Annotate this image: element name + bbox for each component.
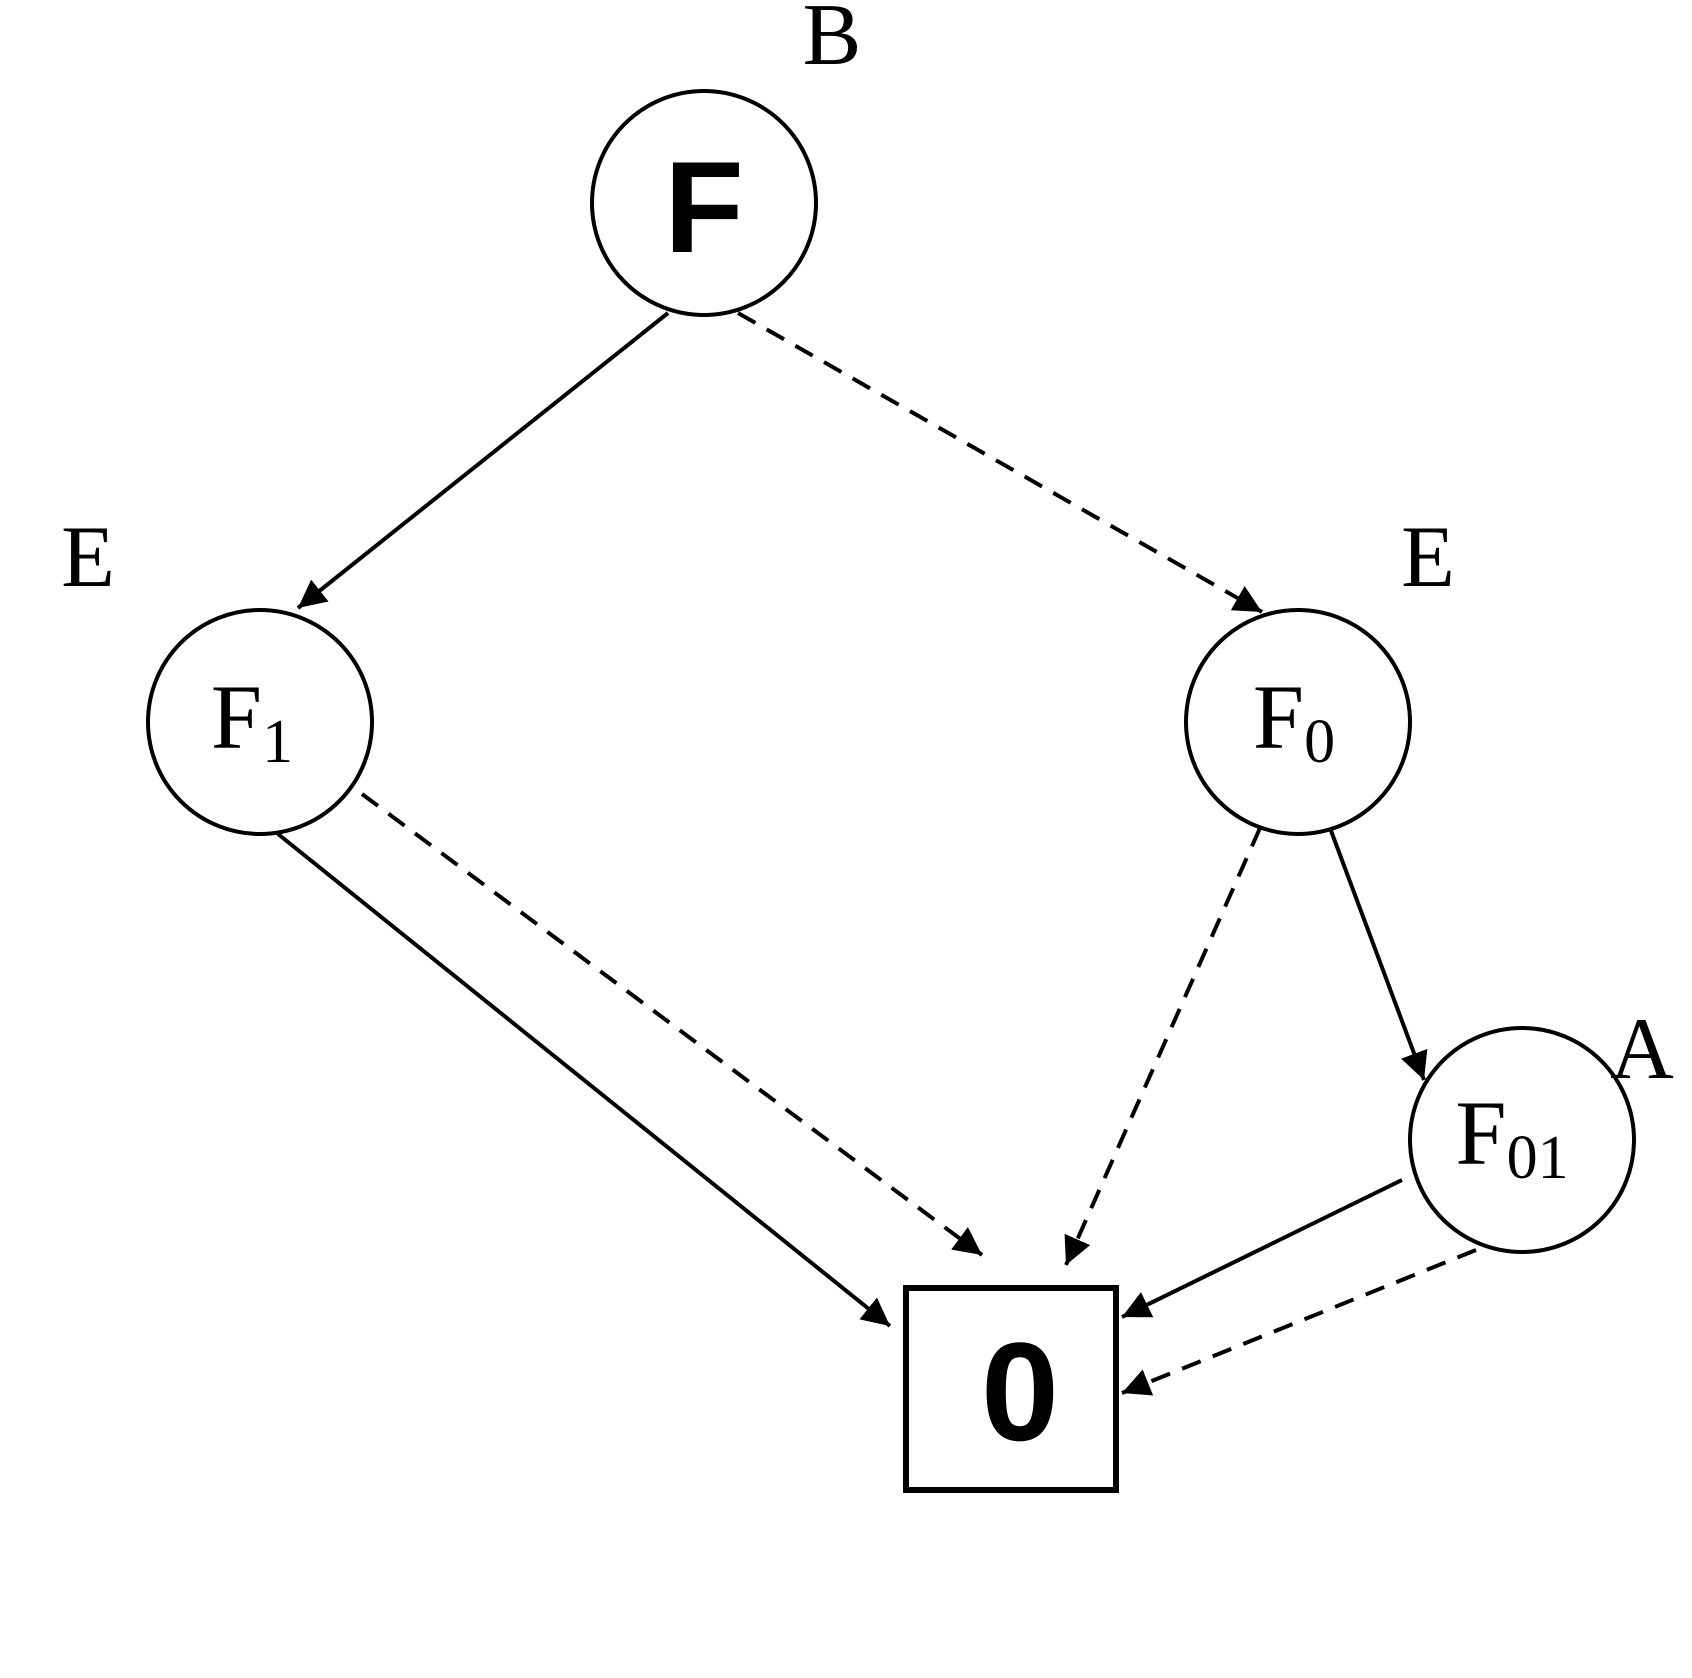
node-f0: F0: [1184, 608, 1412, 836]
edge-f0-to-terminal-dashed: [1064, 827, 1262, 1266]
edge-f01-to-terminal-dashed: [1121, 1248, 1477, 1396]
node-f01: F01: [1408, 1026, 1636, 1254]
node-f0-circle: [1184, 608, 1412, 836]
edge-f0-to-f01-solid: [1328, 827, 1428, 1081]
node-f1-variable: E: [61, 509, 115, 606]
edge-root-to-f0-dashed: [737, 311, 1263, 614]
node-root-label: F: [664, 134, 743, 280]
edge-f1-to-terminal-dashed: [360, 792, 984, 1257]
node-terminal-box: [903, 1285, 1119, 1493]
node-f01-label-main: F: [1455, 1082, 1506, 1184]
node-f1: F1: [146, 608, 374, 836]
node-f1-label-subscript: 1: [262, 708, 293, 776]
node-f1-label-main: F: [211, 666, 262, 768]
node-f1-label: F1: [211, 666, 293, 776]
node-f01-variable: A: [1610, 1001, 1674, 1098]
node-f01-circle: [1408, 1026, 1636, 1254]
node-terminal: 0: [903, 1285, 1119, 1493]
node-f0-label-subscript: 0: [1304, 708, 1335, 776]
edge-f01-to-terminal-solid: [1121, 1178, 1403, 1319]
edge-root-to-f1-solid: [296, 311, 670, 610]
node-f1-circle: [146, 608, 374, 836]
node-f01-label: F01: [1455, 1082, 1568, 1192]
node-f0-label: F0: [1253, 666, 1335, 776]
node-f01-label-subscript: 01: [1507, 1124, 1569, 1192]
node-root-circle: [590, 89, 818, 317]
node-f0-label-main: F: [1253, 666, 1304, 768]
node-root-variable: B: [803, 0, 862, 84]
node-f0-variable: E: [1401, 509, 1455, 606]
node-root: F: [590, 89, 818, 317]
edge-f1-to-terminal-solid: [276, 832, 892, 1328]
node-terminal-label: 0: [981, 1313, 1059, 1470]
